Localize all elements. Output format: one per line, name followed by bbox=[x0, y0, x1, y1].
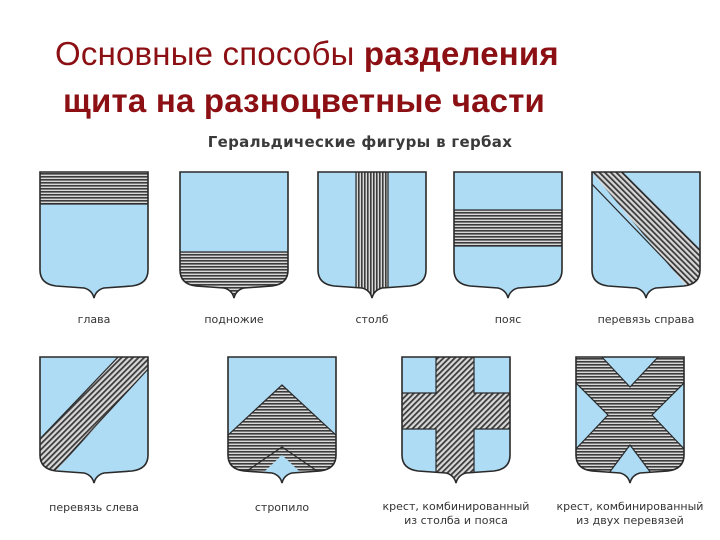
shield-podnozhie bbox=[178, 170, 290, 300]
shield-krest-stolb-poyas bbox=[400, 355, 512, 485]
caption-krest-perevyazi-line2: из двух перевязей bbox=[576, 514, 684, 527]
caption-krest-stolb-poyas: крест, комбинированный из столба и пояса bbox=[371, 500, 541, 528]
title-line-2: щита на разноцветные части bbox=[55, 77, 695, 124]
shield-stolb bbox=[316, 170, 428, 300]
shield-stropilo bbox=[226, 355, 338, 485]
figures-heading: Геральдические фигуры в гербах bbox=[0, 133, 720, 151]
slide-title: Основные способы разделения щита на разн… bbox=[55, 30, 695, 124]
caption-perevyaz-sleva: перевязь слева bbox=[9, 501, 179, 515]
caption-stropilo: стропило bbox=[197, 501, 367, 515]
caption-krest-perevyazi-line1: крест, комбинированный bbox=[557, 500, 704, 513]
shield-perevyaz-sleva bbox=[38, 355, 150, 485]
title-part-bold: разделения bbox=[364, 35, 559, 72]
caption-krest-perevyazi: крест, комбинированный из двух перевязей bbox=[545, 500, 715, 528]
shield-poyas bbox=[452, 170, 564, 300]
title-part-regular: Основные способы bbox=[55, 35, 364, 72]
caption-krest-stolb-poyas-line1: крест, комбинированный bbox=[383, 500, 530, 513]
shield-krest-perevyazi bbox=[574, 355, 686, 485]
caption-perevyaz-sprava: перевязь справа bbox=[561, 313, 720, 327]
shield-glava bbox=[38, 170, 150, 300]
caption-krest-stolb-poyas-line2: из столба и пояса bbox=[404, 514, 508, 527]
shield-perevyaz-sprava bbox=[590, 170, 702, 300]
